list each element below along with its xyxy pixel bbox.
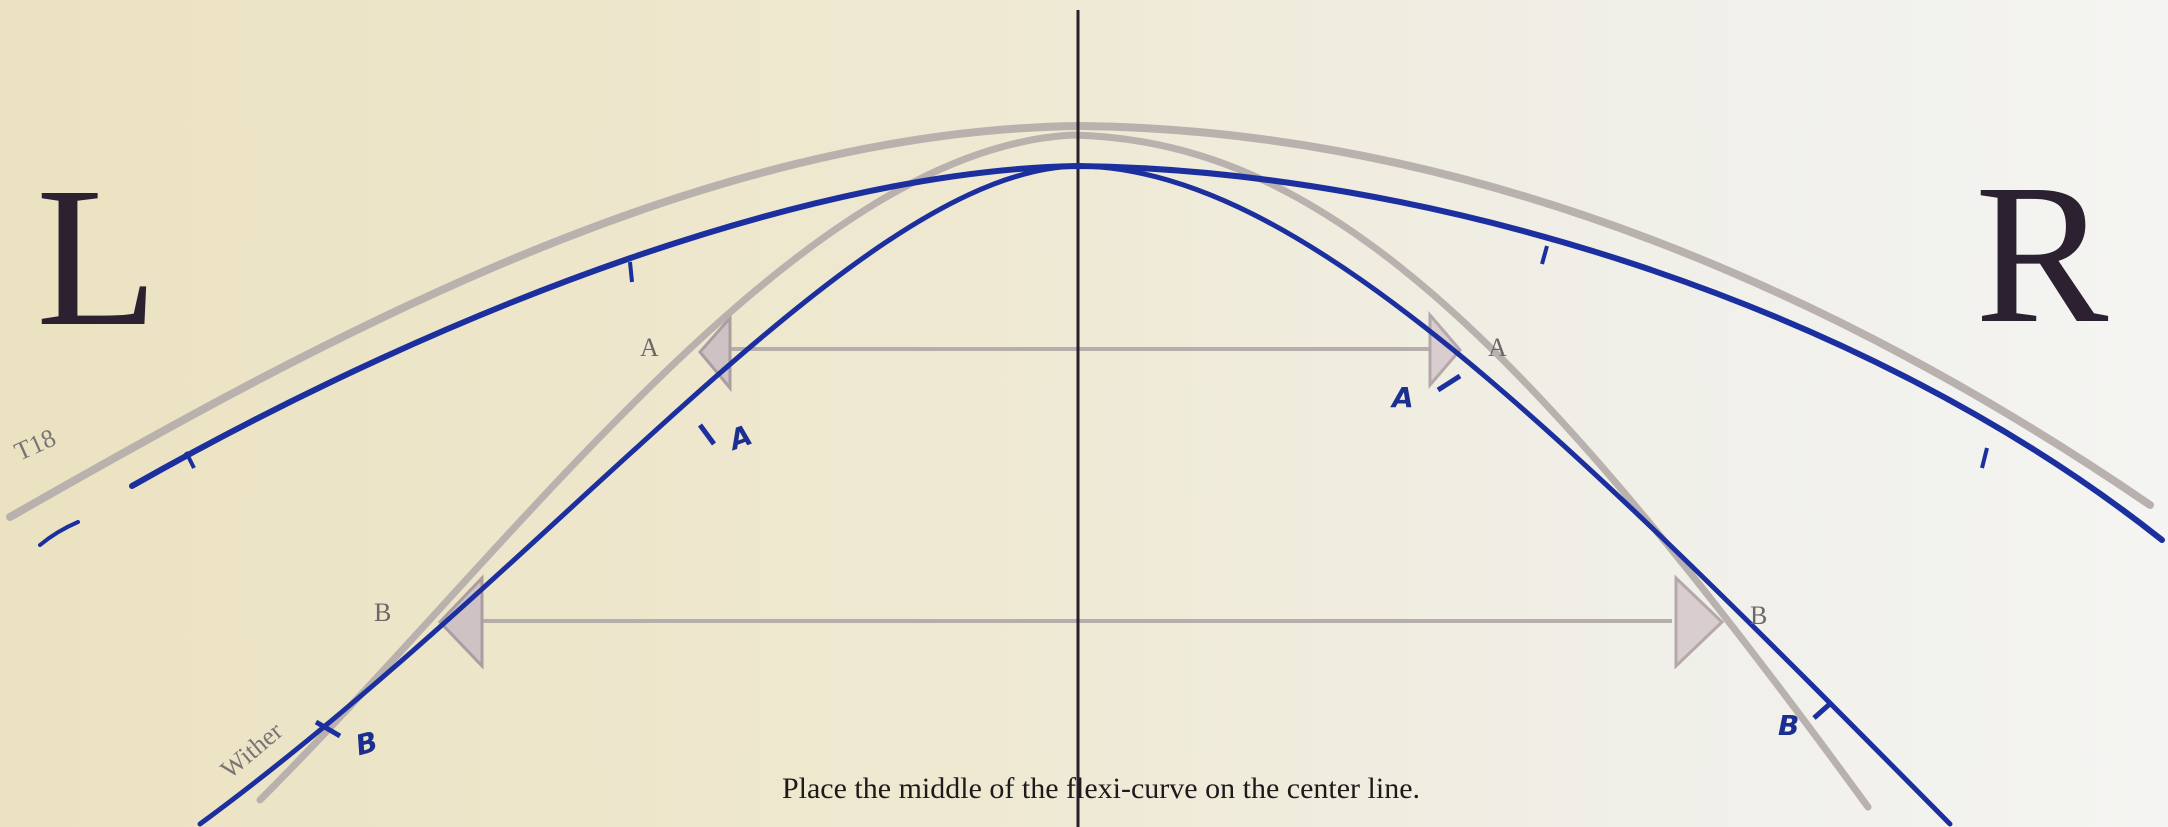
tick-outer-3 <box>1540 245 1549 265</box>
tick-inner-b-right <box>1812 700 1834 720</box>
handwritten-b-right: B <box>1778 709 1800 742</box>
drawn-inner-curve <box>197 163 1953 827</box>
wedge-b-right <box>1674 574 1725 670</box>
tick-inner-a-right <box>1436 373 1462 393</box>
tick-outer-4 <box>1980 447 1989 469</box>
tick-outer-1 <box>184 451 196 469</box>
stray-pen-mark <box>38 520 80 547</box>
printed-wither-curve <box>256 131 1872 811</box>
tick-outer-2 <box>628 261 634 283</box>
marker-b-left: B <box>374 598 392 627</box>
left-side-letter: L <box>36 147 159 368</box>
marker-b-right: B <box>1750 601 1768 630</box>
instruction-label: Place the middle of the flexi-curve on t… <box>781 772 1421 805</box>
marker-a-left: A <box>640 333 659 362</box>
printed-t18-curve <box>6 121 2154 521</box>
tick-inner-b-left <box>314 719 342 739</box>
handwritten-a-right: A <box>1392 381 1414 414</box>
marker-a-right: A <box>1488 333 1507 362</box>
tick-inner-a-left <box>697 423 717 446</box>
wedge-a-right <box>1428 310 1462 390</box>
right-side-letter: R <box>1975 144 2109 365</box>
instruction-text: Place the middle of the flexi-curve on t… <box>0 772 2168 806</box>
